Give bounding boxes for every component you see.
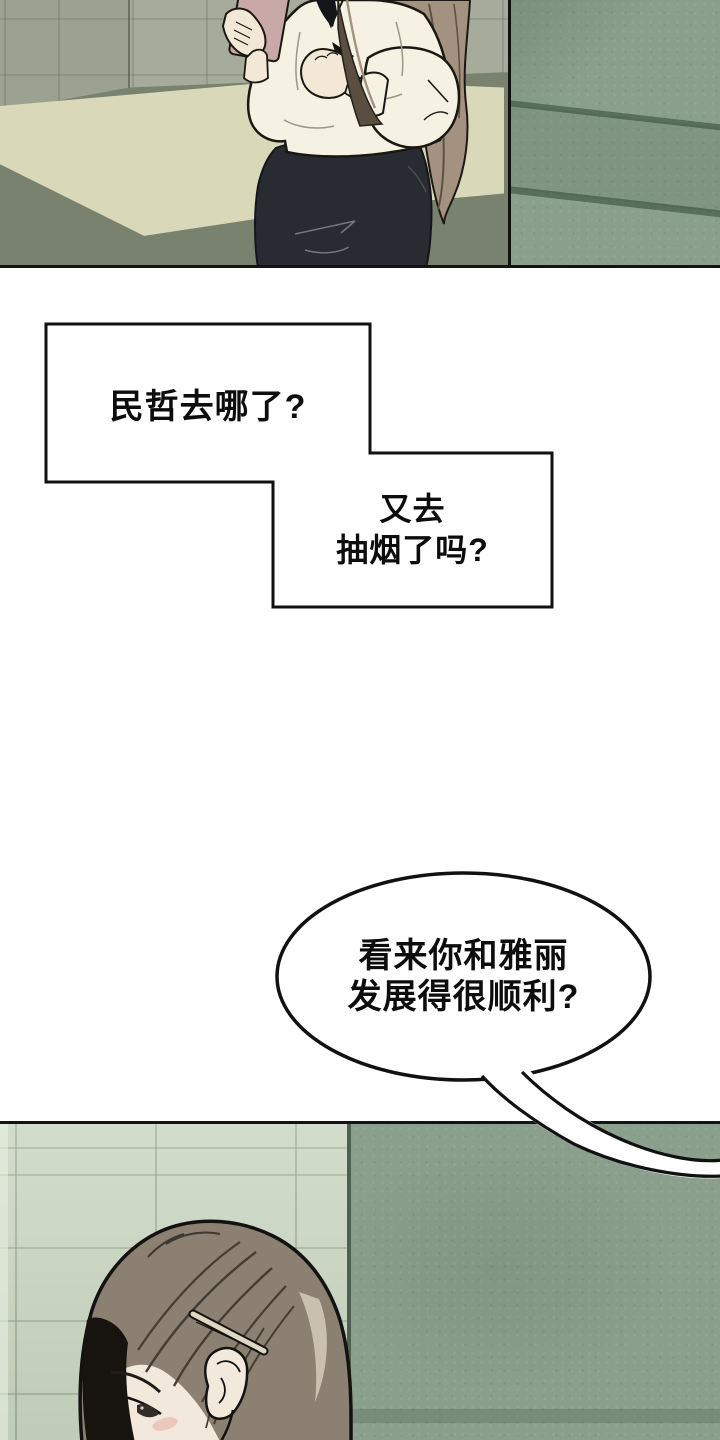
hair-highlight-strand [299,1292,327,1402]
hair-clip-split [195,1321,259,1352]
green-wall-column [508,0,720,265]
stepped-dialogue-box [44,322,554,609]
wall-shadow-band [347,1409,720,1423]
collar-shadow [316,0,337,27]
crown-sketch-lines [147,1231,221,1258]
top-comic-panel [0,0,720,268]
oval-speech-bubble [275,871,652,1082]
dialogue-box-2-line-2: 抽烟了吗? [336,532,489,568]
woman-hair-front [337,0,384,127]
woman-right-hand-phone [221,0,291,84]
dialogue-oval-line-2: 发展得很顺利? [347,977,580,1016]
dialogue-box-2: 又去 抽烟了吗? [273,453,552,607]
woman-head [78,1219,353,1440]
hair-clip [190,1311,267,1354]
woman-head-illustration [78,1219,353,1440]
tile-wall-edge-highlight [0,1124,8,1440]
dialogue-box-2-line-1: 又去 [379,491,446,527]
room-corner-line [128,0,130,88]
hair-shadow-crescent [82,1317,135,1440]
ear-inner-lines [216,1360,241,1404]
dialogue-box-1-text: 民哲去哪了? [109,387,307,426]
blush [152,1417,178,1431]
eye-glint [140,1406,144,1410]
dialogue-oval-line-1: 看来你和雅丽 [358,936,569,975]
dialogue-box-1: 民哲去哪了? [46,324,370,482]
bottom-comic-panel: 画涯 免费漫画 [0,1121,720,1440]
woman-skirt [254,136,433,265]
wall-corner-shadow [511,0,651,120]
eyelid [118,1394,162,1416]
wrist [243,48,269,84]
dialogue-oval-bubble: 看来你和雅丽 发展得很顺利? [277,873,650,1080]
standing-woman-illustration [221,0,472,265]
eyebrow [110,1371,162,1394]
jaw-line [220,1409,235,1440]
